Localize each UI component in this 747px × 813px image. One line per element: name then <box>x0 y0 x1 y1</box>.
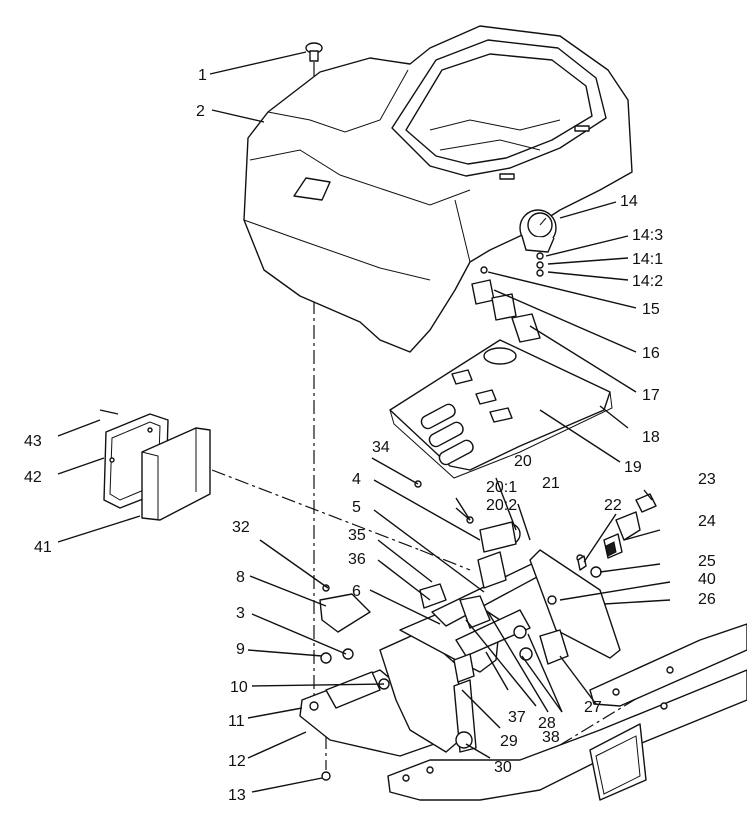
callout-20: 20 <box>514 453 532 470</box>
callout-labels: 1 2 3 4 5 6 8 9 10 11 12 13 14 14:3 14:1… <box>24 67 716 804</box>
callout-19: 19 <box>624 459 642 476</box>
callout-18: 18 <box>642 429 660 446</box>
callout-28: 28 <box>538 715 556 732</box>
callout-10: 10 <box>230 679 248 696</box>
callout-25: 25 <box>698 553 716 570</box>
callout-22: 22 <box>604 497 622 514</box>
callout-2: 2 <box>196 103 205 120</box>
callout-1: 1 <box>198 67 207 84</box>
module-bracket-part <box>99 409 211 521</box>
callout-27: 27 <box>584 699 602 716</box>
callout-26: 26 <box>698 591 716 608</box>
chassis-rails-part <box>387 623 747 801</box>
callout-11: 11 <box>228 713 245 730</box>
callout-23: 23 <box>698 471 716 488</box>
steering-frame-part <box>299 480 621 781</box>
connector-part <box>577 493 657 571</box>
callout-43: 43 <box>24 433 42 450</box>
leader-lines <box>57 51 671 793</box>
callout-32: 32 <box>232 519 250 536</box>
control-panel-part <box>389 339 613 479</box>
callout-13: 13 <box>228 787 246 804</box>
callout-37: 37 <box>508 709 526 726</box>
knob-part <box>305 42 323 62</box>
callout-3: 3 <box>236 605 245 622</box>
callout-41: 41 <box>34 539 52 556</box>
callout-4: 4 <box>352 471 361 488</box>
console-hood-part <box>243 25 633 353</box>
callout-29: 29 <box>500 733 518 750</box>
callout-35: 35 <box>348 527 366 544</box>
gauge-part <box>519 209 557 277</box>
callout-34: 34 <box>372 439 390 456</box>
callout-21: 21 <box>542 475 560 492</box>
callout-24: 24 <box>698 513 716 530</box>
callout-17: 17 <box>642 387 660 404</box>
callout-14: 14 <box>620 193 638 210</box>
callout-38: 38 <box>542 729 560 746</box>
callout-6: 6 <box>352 583 361 600</box>
callout-14-1: 14:1 <box>632 251 663 268</box>
callout-36: 36 <box>348 551 366 568</box>
callout-42: 42 <box>24 469 42 486</box>
callout-16: 16 <box>642 345 660 362</box>
callout-20-2: 20:2 <box>486 497 517 514</box>
callout-30: 30 <box>494 759 512 776</box>
callout-5: 5 <box>352 499 361 516</box>
callout-14-2: 14:2 <box>632 273 663 290</box>
callout-14-3: 14:3 <box>632 227 663 244</box>
switches-part <box>471 266 541 343</box>
callout-12: 12 <box>228 753 246 770</box>
callout-9: 9 <box>236 641 245 658</box>
callout-8: 8 <box>236 569 245 586</box>
callout-40: 40 <box>698 571 716 588</box>
callout-15: 15 <box>642 301 660 318</box>
callout-20-1: 20:1 <box>486 479 517 496</box>
